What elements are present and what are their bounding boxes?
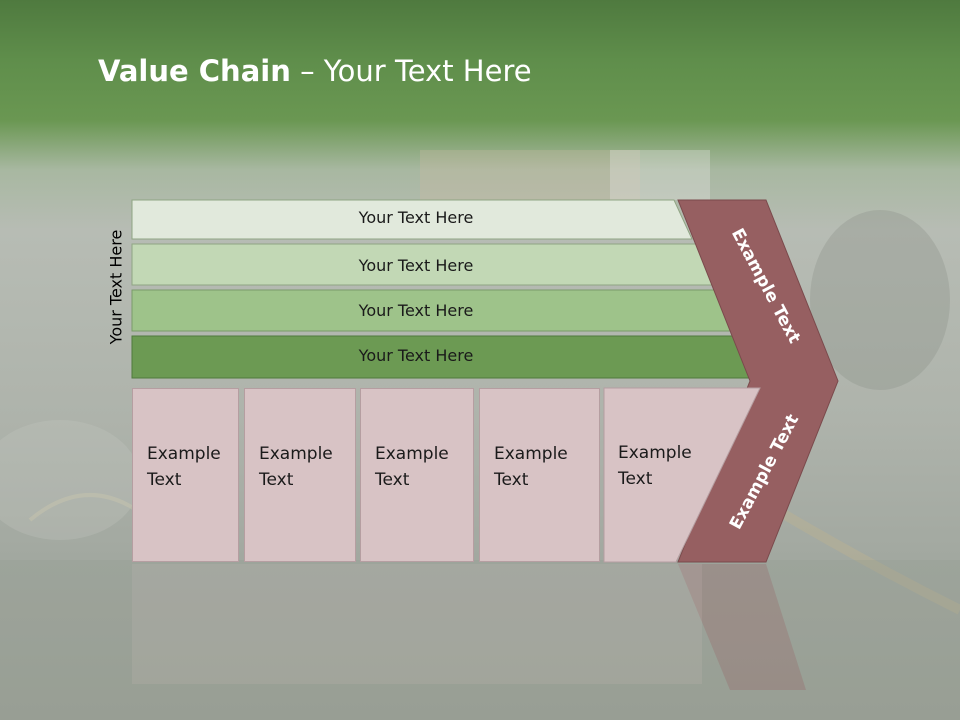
bar-1-shape [131, 199, 693, 240]
cell-3-line1: Example [375, 444, 449, 464]
bar-2-label: Your Text Here [358, 256, 474, 275]
cell-2: Example Text [244, 388, 356, 562]
bar-4-label: Your Text Here [358, 346, 474, 365]
cell-3: Example Text [360, 388, 474, 562]
title-rest: – Your Text Here [290, 54, 532, 88]
cell-1-line2: Text [147, 470, 182, 490]
cell-5-line2: Text [618, 469, 653, 489]
cell-5-shape [603, 387, 761, 563]
cell-5-line1: Example [618, 443, 692, 463]
cell-4-line2: Text [494, 470, 529, 490]
cell-2-line1: Example [259, 444, 333, 464]
cells-reflection [132, 564, 702, 684]
bar-1-label: Your Text Here [358, 208, 474, 227]
title-bold: Value Chain [98, 54, 291, 88]
cell-4: Example Text [479, 388, 600, 562]
bar-3-label: Your Text Here [358, 301, 474, 320]
slide-title: Value Chain – Your Text Here [98, 54, 532, 88]
cell-3-line2: Text [375, 470, 410, 490]
cell-1-line1: Example [147, 444, 221, 464]
cell-4-line1: Example [494, 444, 568, 464]
cell-5: Example Text [604, 388, 704, 562]
chevron-reflection [678, 564, 806, 690]
cell-2-line2: Text [259, 470, 294, 490]
cell-1: Example Text [132, 388, 239, 562]
